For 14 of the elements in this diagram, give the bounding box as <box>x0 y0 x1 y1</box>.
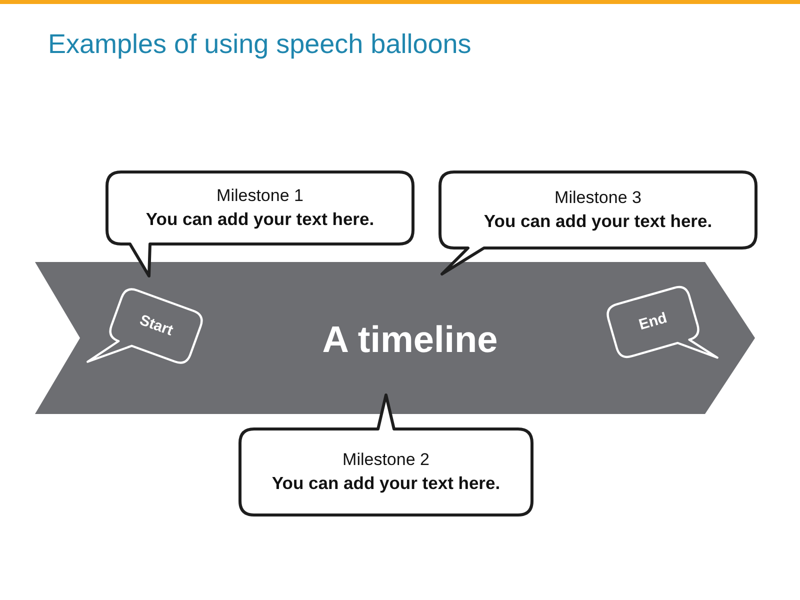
balloon-text: You can add your text here. <box>484 210 712 233</box>
balloon-heading: Milestone 1 <box>216 184 304 207</box>
speech-balloon <box>438 170 758 277</box>
balloon-text: You can add your text here. <box>146 208 374 231</box>
timeline-label: A timeline <box>322 319 498 361</box>
speech-balloon <box>105 170 415 280</box>
balloon-label: Start <box>136 310 176 342</box>
slide-title: Examples of using speech balloons <box>48 29 472 60</box>
speech-balloon <box>238 393 534 517</box>
balloon-text: You can add your text here. <box>272 472 500 495</box>
balloon-heading: Milestone 3 <box>554 186 642 209</box>
balloon-label: End <box>636 308 670 336</box>
timeline-arrow <box>35 262 755 414</box>
balloon-heading: Milestone 2 <box>342 448 430 471</box>
